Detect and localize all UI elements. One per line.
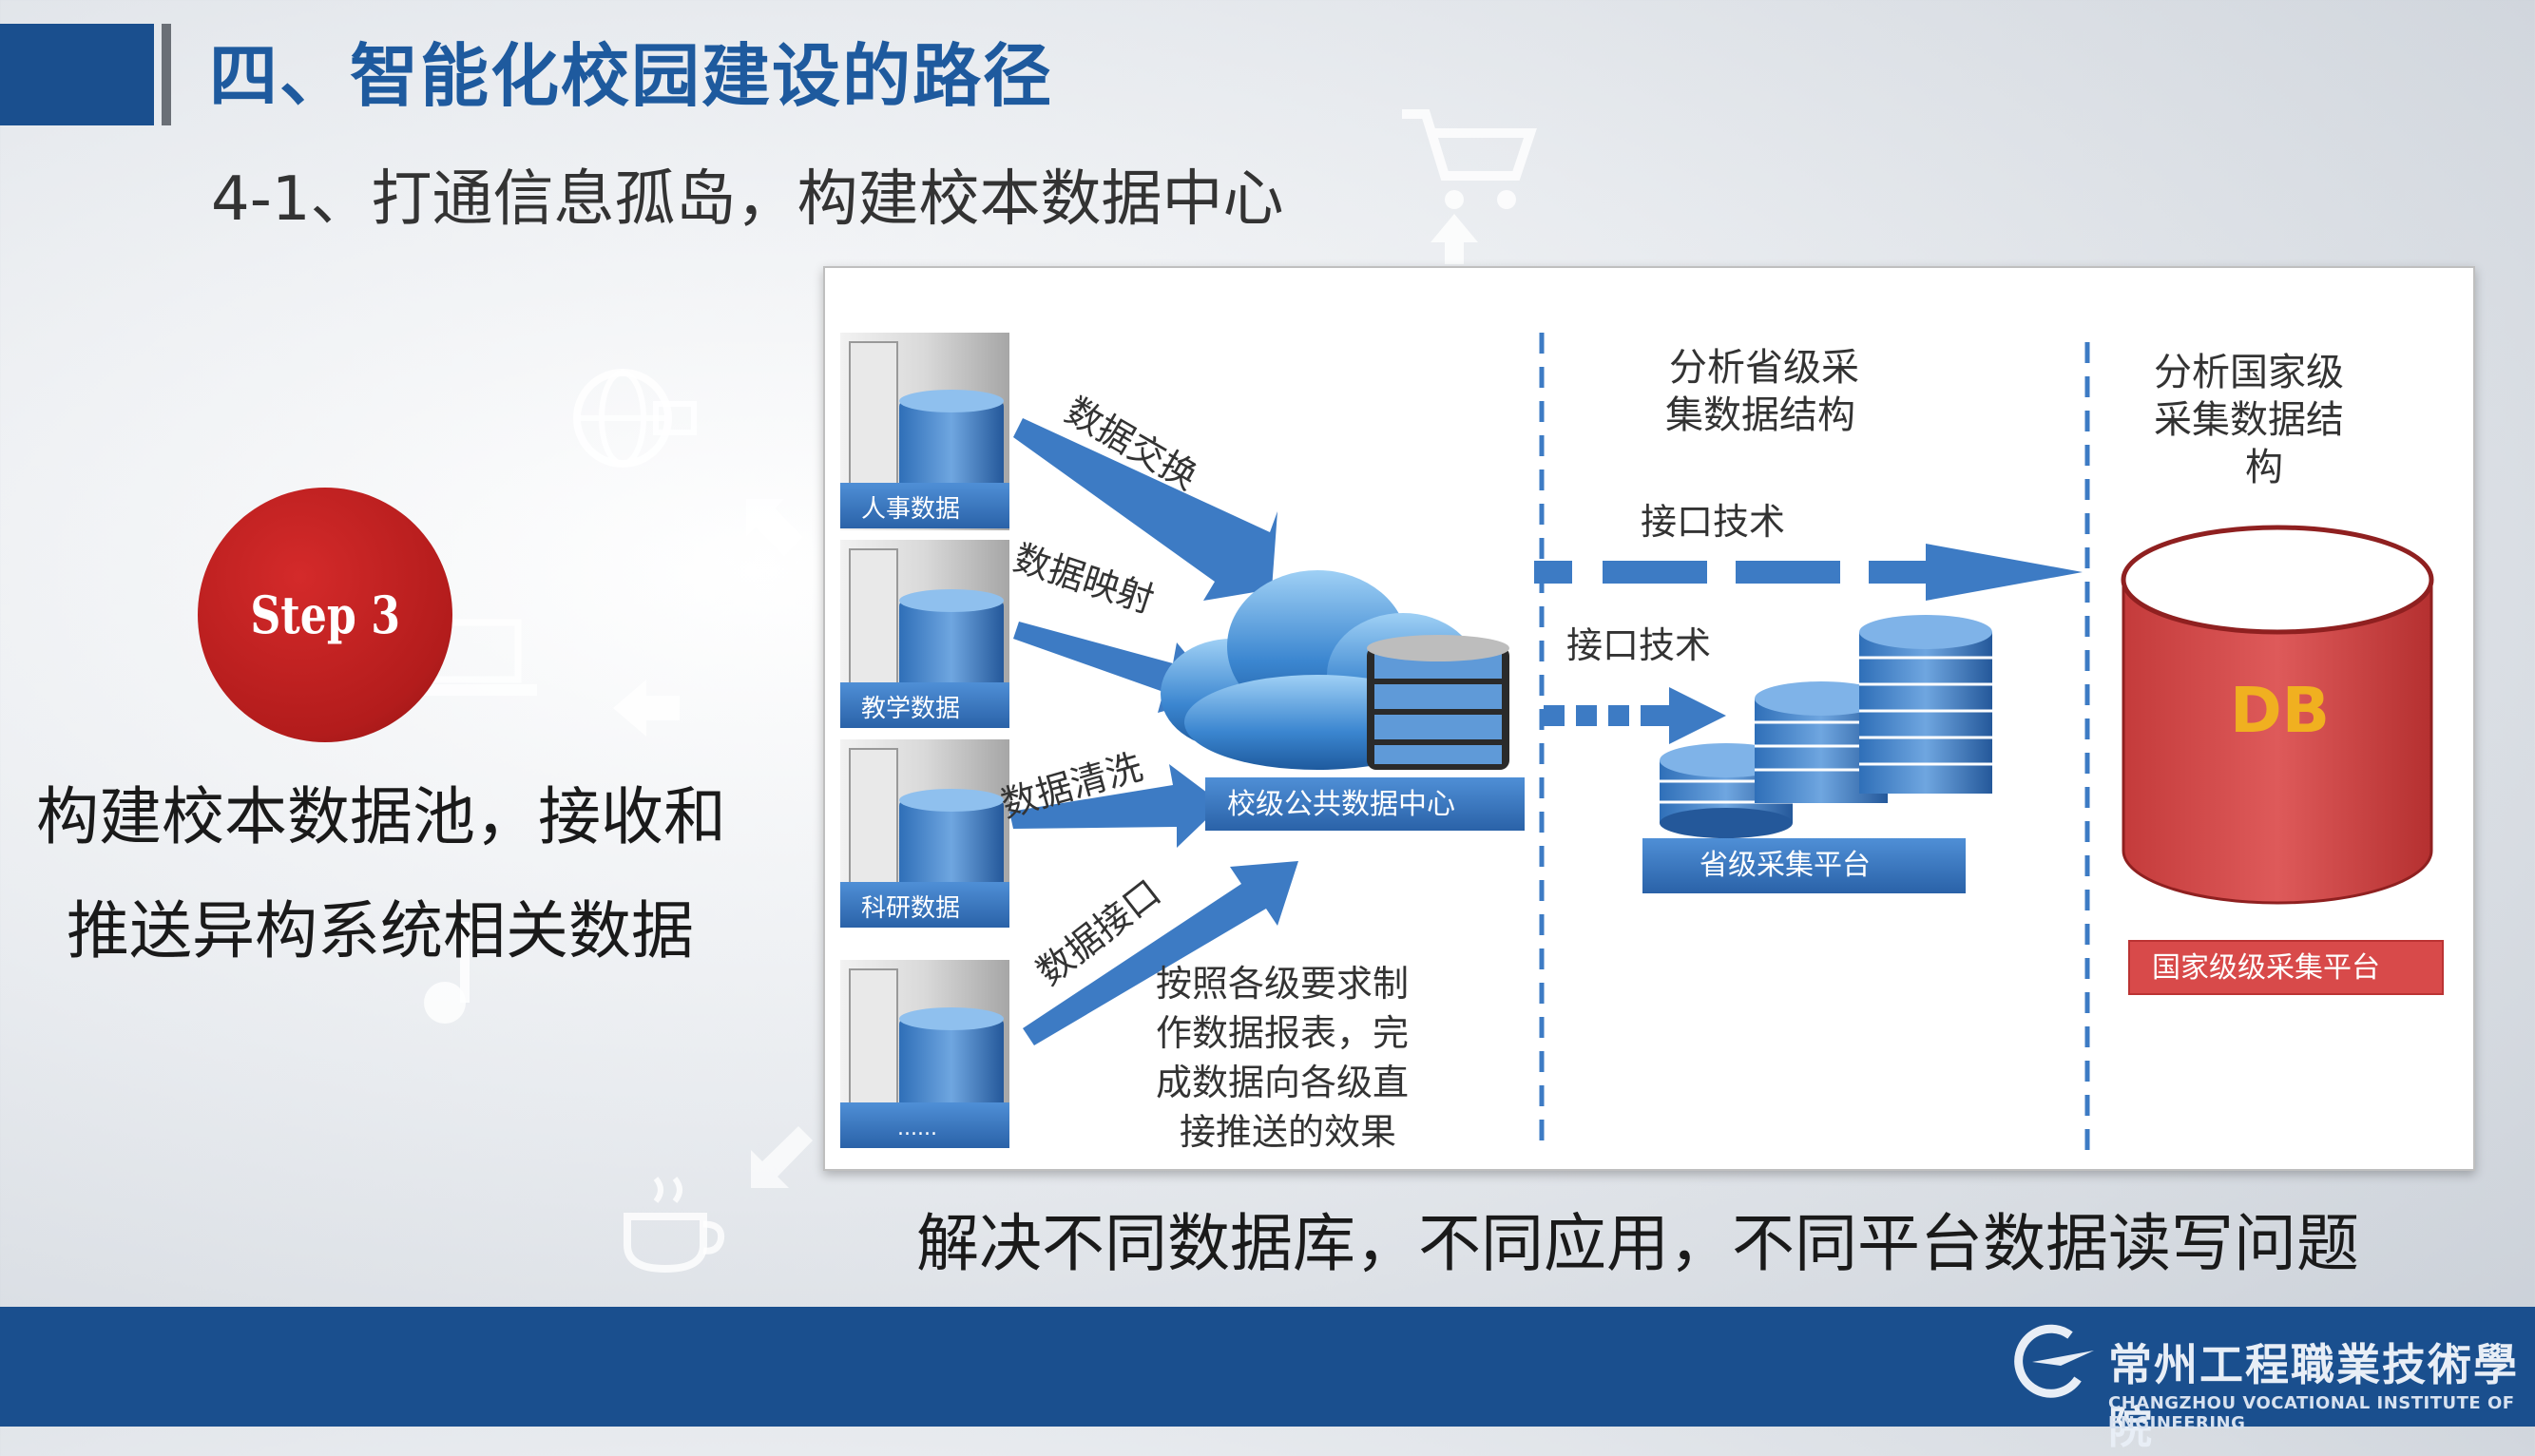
arrow-left-icon [613,680,680,737]
db-stack-icon [1367,635,1509,770]
source-server-research: 科研数据 [840,739,1009,928]
page-title: 四、智能化校园建设的路径 [209,36,1054,116]
center-label-bg [1205,777,1525,831]
page-subtitle: 4-1、打通信息孤岛，构建校本数据中心 [211,164,1284,235]
province-title-line-2: 集数据结构 [1665,393,1855,437]
push-note-line-4: 接推送的效果 [1180,1111,1396,1153]
footer-bar [0,1307,2535,1427]
province-title-line-1: 分析省级采 [1669,346,1859,390]
shopping-cart-icon [1402,109,1537,209]
cloud-data-center-icon: 校级公共数据中心 [1161,570,1525,831]
title-bar-block [0,24,154,125]
arrow-down-left-icon [751,1126,813,1188]
push-note-line-1: 按照各级要求制 [1156,963,1409,1005]
source-label-research: 科研数据 [861,894,960,923]
source-server-teaching: 教学数据 [840,540,1009,728]
center-label: 校级公共数据中心 [1227,788,1455,821]
school-logo-icon [2014,1324,2094,1398]
national-title-line-2: 采集数据结 [2154,398,2344,442]
national-db-cylinder-icon: DB [2121,525,2434,905]
source-server-more: ...... [840,960,1009,1148]
step-label: Step 3 [250,584,400,645]
step-badge: Step 3 [198,488,452,742]
national-platform-label: 国家级级采集平台 [2152,951,2380,985]
push-note-line-2: 作数据报表，完 [1156,1012,1409,1054]
national-title-line-1: 分析国家级 [2154,351,2344,394]
title-bar-divider [162,24,171,125]
arrow-to-province [1544,687,1726,744]
province-platform-bg [1642,838,1966,893]
province-db-stacks-icon [1660,615,1992,838]
arrow-diag-icon [746,499,803,556]
arrow-up-icon [1431,214,1478,264]
national-platform-bg [2128,940,2444,995]
step-description-line-1: 构建校本数据池，接收和 [36,780,726,853]
province-platform-label: 省级采集平台 [1700,849,1871,882]
arrow-exchange [1013,418,1277,601]
source-server-hr: 人事数据 [840,333,1009,530]
interface-label-mid: 接口技术 [1566,624,1711,666]
source-label-bg [840,483,1009,528]
label-data-mapping: 数据映射 [1008,537,1159,622]
bottom-caption: 解决不同数据库，不同应用，不同平台数据读写问题 [916,1207,2359,1280]
school-name-en: CHANGZHOU VOCATIONAL INSTITUTE OF ENGINE… [2108,1393,2515,1433]
music-note-icon [424,922,470,1024]
arrow-cleaning [1009,764,1222,848]
source-label-more: ...... [897,1117,937,1140]
interface-label-top: 接口技术 [1641,501,1785,543]
push-note: 按照各级要求制 作数据报表，完 成数据向各级直 接推送的效果 [1156,963,1409,1153]
source-label-teaching: 教学数据 [861,695,960,723]
national-title-line-3: 构 [2245,446,2283,489]
flow-arrows-in [1009,418,1298,1045]
source-label-hr: 人事数据 [861,495,960,524]
arrow-interface [1023,861,1298,1045]
step-description-line-2: 推送异构系统相关数据 [67,894,694,967]
arrow-to-national [1534,544,2083,601]
push-note-line-3: 成数据向各级直 [1156,1062,1409,1103]
coffee-cup-icon [624,1177,725,1274]
db-label: DB [2230,674,2330,747]
db-stack-tall [1859,615,1992,794]
data-flow-diagram: 人事数据 教学数据 科研数据 ...... 数据交换 数据映射 数据清洗 数据接… [840,333,2444,1153]
globe-icon [573,369,697,468]
